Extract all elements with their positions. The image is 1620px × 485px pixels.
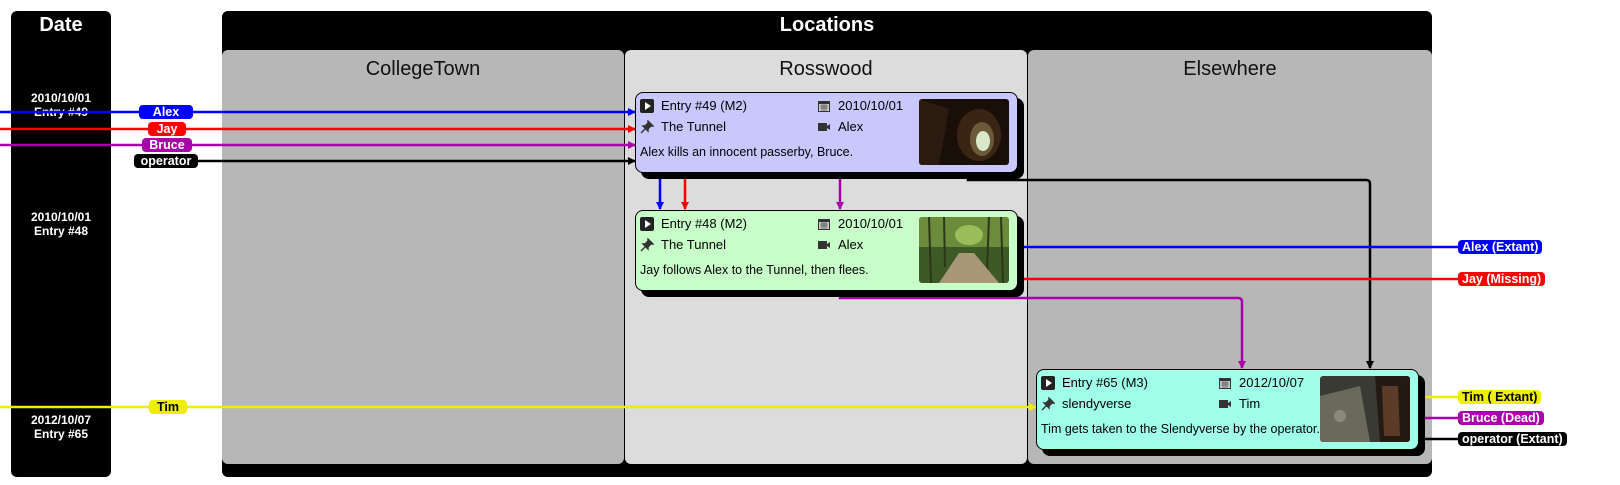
date-text: 2012/10/07 xyxy=(30,413,92,427)
camera-icon xyxy=(1219,400,1231,408)
entry-title: Entry #65 (M3) xyxy=(1062,375,1148,390)
pin-icon xyxy=(640,120,654,134)
character-label-jay: Jay xyxy=(148,122,186,136)
column-title-rosswood: Rosswood xyxy=(779,58,873,80)
end-label-jay: Jay (Missing) xyxy=(1458,272,1546,286)
date-label-entry-65: 2012/10/07 Entry #65 xyxy=(11,413,111,441)
play-icon xyxy=(1041,376,1055,390)
date-header: Date xyxy=(39,14,83,36)
line-bruce-48-65 xyxy=(838,290,1246,369)
entry-description: Tim gets taken to the Slendyverse by the… xyxy=(1041,422,1320,436)
entry-camera: Alex xyxy=(838,119,864,134)
entry-thumbnail[interactable] xyxy=(919,217,1009,283)
entry-title: Entry #48 (M2) xyxy=(661,216,747,231)
entry-date: 2010/10/01 xyxy=(838,98,904,113)
end-label-bruce: Bruce (Dead) xyxy=(1458,411,1544,425)
entry-thumbnail[interactable] xyxy=(919,99,1009,165)
entry-description: Alex kills an innocent passerby, Bruce. xyxy=(640,145,854,159)
entry-place: slendyverse xyxy=(1062,396,1132,411)
pin-icon xyxy=(1041,397,1055,411)
end-label-tim: Tim ( Extant) xyxy=(1458,390,1542,404)
date-label-entry-48: 2010/10/01 Entry #48 xyxy=(11,210,111,238)
entry-thumbnail[interactable] xyxy=(1320,376,1410,442)
end-label-operator: operator (Extant) xyxy=(1458,432,1567,446)
entry-text: Entry #65 xyxy=(33,427,89,441)
entry-camera: Tim xyxy=(1239,396,1261,411)
entry-card-49[interactable]: Entry #49 (M2) 2010/10/01 The Tunnel Ale… xyxy=(635,92,1018,173)
character-label-alex: Alex xyxy=(139,105,193,119)
camera-icon xyxy=(818,241,830,249)
entry-description: Jay follows Alex to the Tunnel, then fle… xyxy=(640,263,869,277)
date-text: 2010/10/01 xyxy=(30,210,92,224)
entry-place: The Tunnel xyxy=(661,119,727,134)
date-column xyxy=(11,11,111,477)
date-text: 2010/10/01 xyxy=(30,91,92,105)
column-collegetown xyxy=(222,50,624,464)
character-label-bruce: Bruce xyxy=(142,138,192,152)
calendar-icon xyxy=(818,219,830,230)
entry-date: 2012/10/07 xyxy=(1239,375,1305,390)
line-operator-49-65 xyxy=(966,176,1374,369)
camera-icon xyxy=(818,123,830,131)
entry-camera: Alex xyxy=(838,237,864,252)
entry-place: The Tunnel xyxy=(661,237,727,252)
entry-title: Entry #49 (M2) xyxy=(661,98,747,113)
entry-date: 2010/10/01 xyxy=(838,216,904,231)
character-label-tim: Tim xyxy=(149,400,187,414)
entry-card-65[interactable]: Entry #65 (M3) 2012/10/07 slendyverse Ti… xyxy=(1036,369,1419,450)
column-title-collegetown: CollegeTown xyxy=(365,58,481,80)
entry-text: Entry #48 xyxy=(33,224,89,238)
calendar-icon xyxy=(818,101,830,112)
column-title-elsewhere: Elsewhere xyxy=(1183,58,1277,80)
end-label-alex: Alex (Extant) xyxy=(1458,240,1543,254)
character-label-operator: operator xyxy=(134,154,198,168)
play-icon xyxy=(640,99,654,113)
locations-header: Locations xyxy=(779,14,875,36)
play-icon xyxy=(640,217,654,231)
entry-card-48[interactable]: Entry #48 (M2) 2010/10/01 The Tunnel Ale… xyxy=(635,210,1018,291)
calendar-icon xyxy=(1219,378,1231,389)
pin-icon xyxy=(640,238,654,252)
